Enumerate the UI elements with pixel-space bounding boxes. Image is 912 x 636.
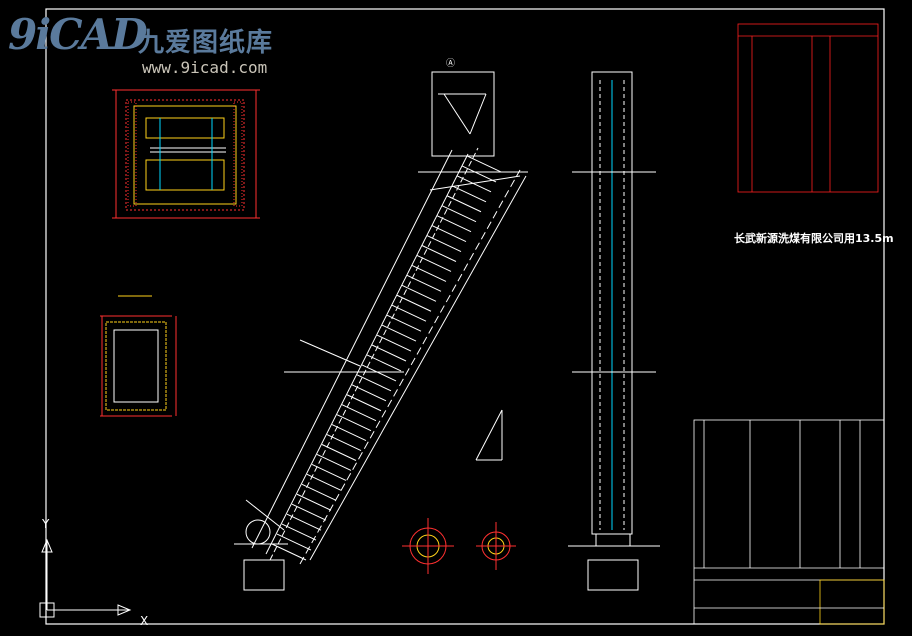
svg-text:Ⓐ: Ⓐ	[446, 58, 455, 69]
elevator-rung	[326, 434, 362, 452]
elevator-rung	[366, 354, 402, 372]
ucs-y-label: Y	[41, 517, 50, 531]
parameter-table	[737, 23, 879, 193]
elevator-rung	[311, 463, 347, 481]
elevator-rung	[386, 314, 422, 332]
inclined-elevator-view: Ⓐ	[234, 58, 528, 591]
elevator-rung	[391, 304, 427, 322]
elevator-rung	[441, 205, 477, 223]
elevator-rung	[306, 473, 342, 491]
elevator-rung	[286, 513, 322, 531]
elevator-rung	[451, 185, 487, 203]
elevator-rung	[271, 543, 307, 561]
elevator-rung	[321, 444, 357, 461]
elevator-rung	[281, 523, 317, 541]
elevator-rung	[396, 294, 432, 312]
drawing-note: 长武新源洗煤有限公司用13.5m	[734, 231, 894, 245]
logo-brand: 9iCAD	[8, 10, 148, 59]
site-logo[interactable]: 9iCAD 九爱图纸库 www.9icad.com	[4, 8, 304, 80]
company-note: 长武新源洗煤有限公司用13.5m	[734, 231, 894, 245]
elevator-rung	[356, 374, 392, 392]
parts-list-table	[693, 419, 885, 625]
elevator-rung	[351, 384, 387, 402]
elevator-rung	[296, 493, 332, 511]
elevator-rung	[316, 453, 352, 471]
section-detail-view	[100, 295, 177, 417]
elevator-rung	[376, 334, 412, 352]
elevator-rung	[276, 533, 312, 551]
elevator-rung	[411, 264, 447, 282]
elevator-rung	[301, 483, 337, 501]
elevator-rung	[336, 414, 372, 432]
ucs-icon: Y X	[39, 517, 148, 628]
elevator-rung	[291, 503, 327, 521]
plan-detail-view	[112, 89, 260, 219]
elevator-rung	[431, 225, 467, 243]
elevator-rung	[446, 195, 482, 213]
elevator-rung	[456, 175, 492, 193]
elevator-rung	[331, 424, 367, 442]
elevator-rung	[371, 344, 407, 362]
elevator-rung	[416, 254, 452, 272]
elevator-rung	[426, 235, 462, 253]
drawing-frame	[45, 8, 885, 625]
ucs-x-label: X	[140, 614, 148, 628]
elevator-rung	[436, 215, 472, 233]
logo-url: www.9icad.com	[142, 58, 268, 77]
elevator-rung	[341, 404, 377, 422]
elevator-rung	[361, 364, 397, 382]
elevator-rung	[406, 274, 442, 292]
elevator-rung	[401, 284, 437, 302]
elevator-rung	[381, 324, 417, 342]
elevator-rung	[421, 245, 457, 262]
elevator-rung	[461, 165, 497, 183]
logo-name: 九爱图纸库	[138, 28, 274, 58]
elevator-rung	[346, 394, 382, 412]
elevator-rung	[466, 155, 502, 173]
round-section-views	[402, 518, 516, 574]
vertical-elevator-view	[568, 71, 660, 591]
